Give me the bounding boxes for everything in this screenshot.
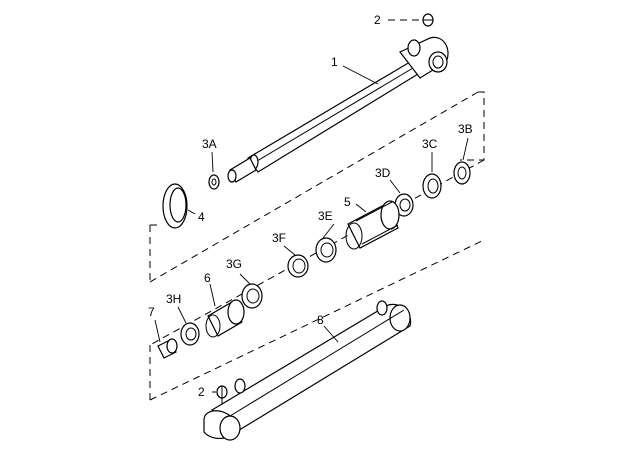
label-7: 7 — [148, 305, 155, 319]
nut — [157, 338, 178, 359]
label-3c: 3C — [422, 137, 438, 151]
label-3a: 3A — [202, 137, 217, 151]
piston — [205, 299, 245, 338]
label-2-bottom: 2 — [198, 385, 205, 399]
leader-lines — [154, 19, 469, 393]
part-labels: 1 2 2 3A 3B 3C 3D 3E 3F 3G 3H 4 5 6 7 8 — [148, 13, 473, 399]
seal-3c — [422, 173, 442, 199]
label-6: 6 — [204, 271, 211, 285]
label-2-top: 2 — [374, 13, 381, 27]
piston-rod — [227, 36, 449, 183]
label-3b: 3B — [458, 122, 473, 136]
seal-3b — [453, 161, 471, 185]
gland — [345, 200, 400, 250]
label-3e: 3E — [318, 209, 333, 223]
pin-top — [422, 13, 434, 27]
label-8: 8 — [317, 313, 324, 327]
label-4: 4 — [198, 210, 205, 224]
seal-3f — [287, 254, 309, 278]
label-3h: 3H — [166, 292, 181, 306]
seal-3h — [180, 322, 200, 346]
seal-3a — [208, 174, 220, 190]
snap-ring — [162, 183, 188, 229]
label-5: 5 — [344, 195, 351, 209]
label-1: 1 — [331, 55, 338, 69]
label-3g: 3G — [226, 257, 242, 271]
label-3f: 3F — [272, 231, 286, 245]
seal-3d — [394, 193, 414, 217]
label-3d: 3D — [375, 166, 391, 180]
seal-3e — [315, 237, 337, 263]
seal-3g — [241, 283, 263, 309]
cylinder-barrel — [203, 300, 412, 441]
